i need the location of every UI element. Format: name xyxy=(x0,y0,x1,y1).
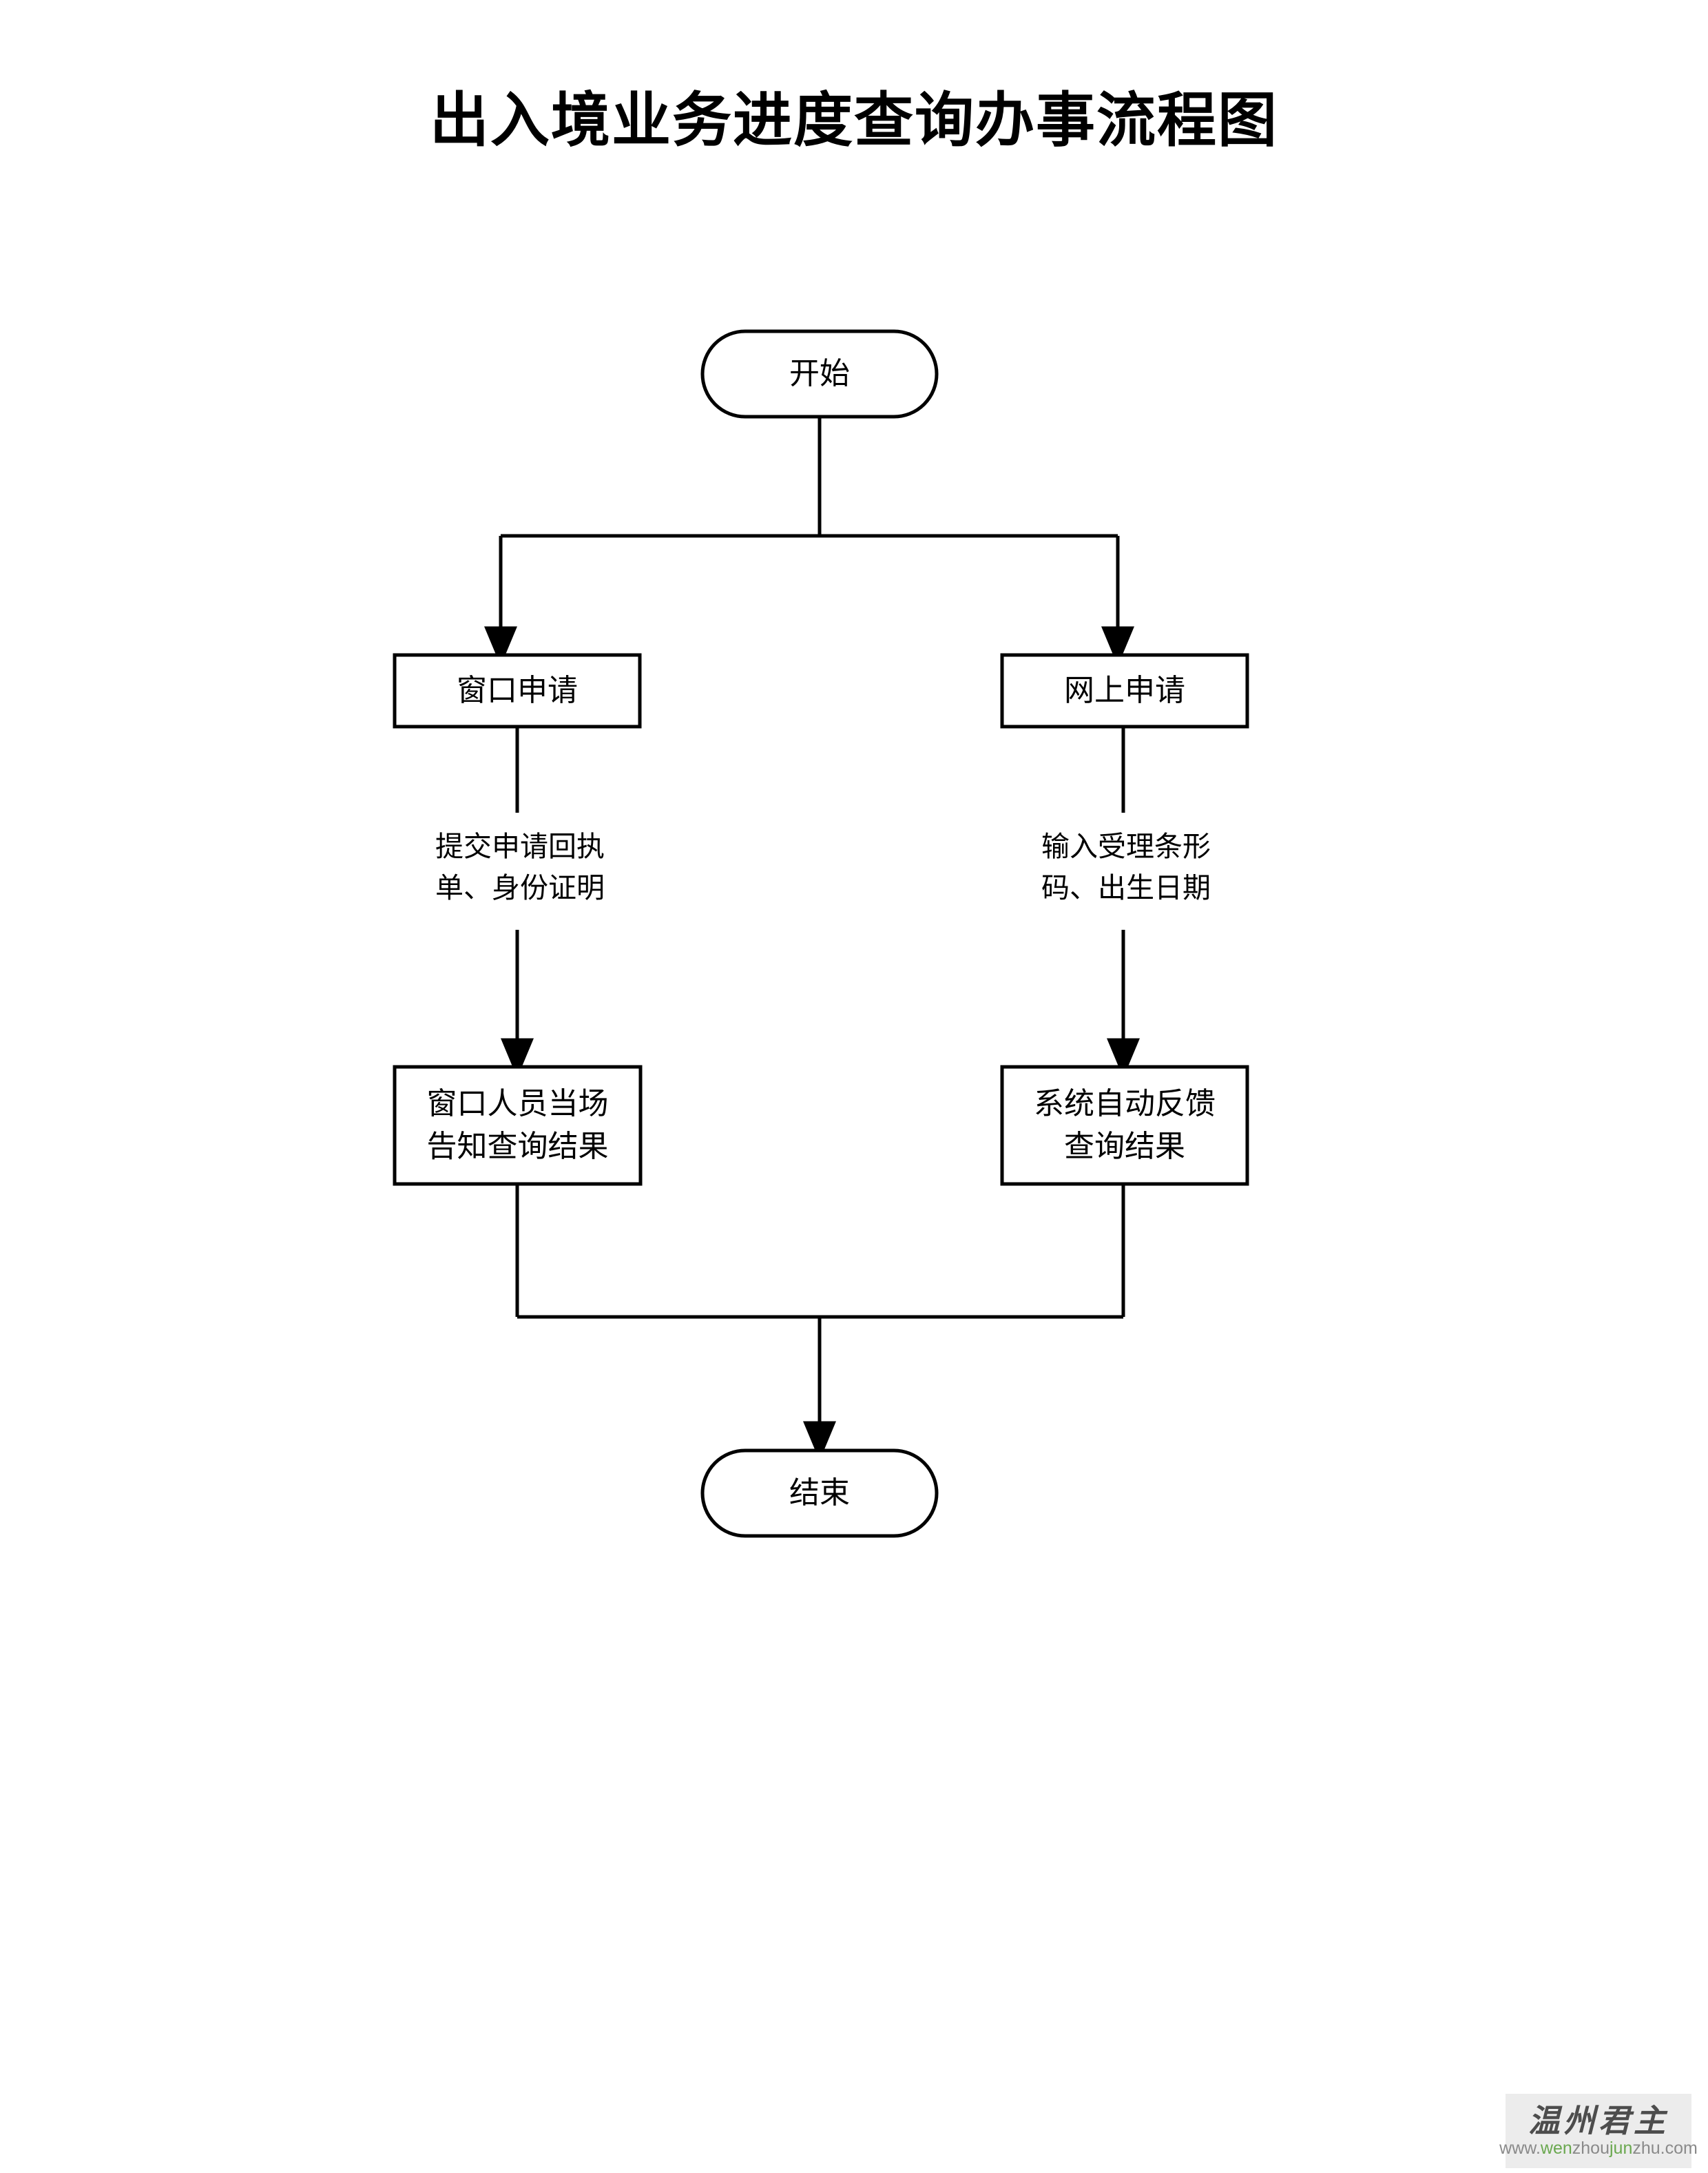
watermark-url-part-hl1: wen xyxy=(1540,2138,1572,2158)
node-window-result-shape[interactable] xyxy=(393,1065,643,1186)
connector-merge-to-end xyxy=(515,1184,1125,1462)
watermark-brand-text: 温州君主 xyxy=(1528,2103,1669,2139)
node-window-apply-shape[interactable] xyxy=(393,653,642,729)
page-title: 出入境业务进度查询办事流程图 xyxy=(430,87,1278,154)
watermark-url-text: www.wenzhoujunzhu.com xyxy=(1499,2138,1698,2158)
node-start-shape[interactable] xyxy=(700,329,939,419)
watermark-url-part-mid1: zhou xyxy=(1572,2138,1610,2158)
watermark-url-part-mid2: zhu xyxy=(1632,2138,1660,2158)
watermark-url-part-pre: www. xyxy=(1499,2138,1541,2158)
watermark: 温州君主 www.wenzhoujunzhu.com xyxy=(1499,2094,1698,2168)
watermark-url-part-post: .com xyxy=(1660,2138,1698,2158)
node-system-result-shape[interactable] xyxy=(1000,1065,1249,1186)
watermark-url-part-hl2: jun xyxy=(1609,2138,1633,2158)
node-end-shape[interactable] xyxy=(700,1448,939,1538)
connector-start-to-fork xyxy=(501,417,1118,538)
node-online-apply-shape[interactable] xyxy=(1000,653,1249,729)
